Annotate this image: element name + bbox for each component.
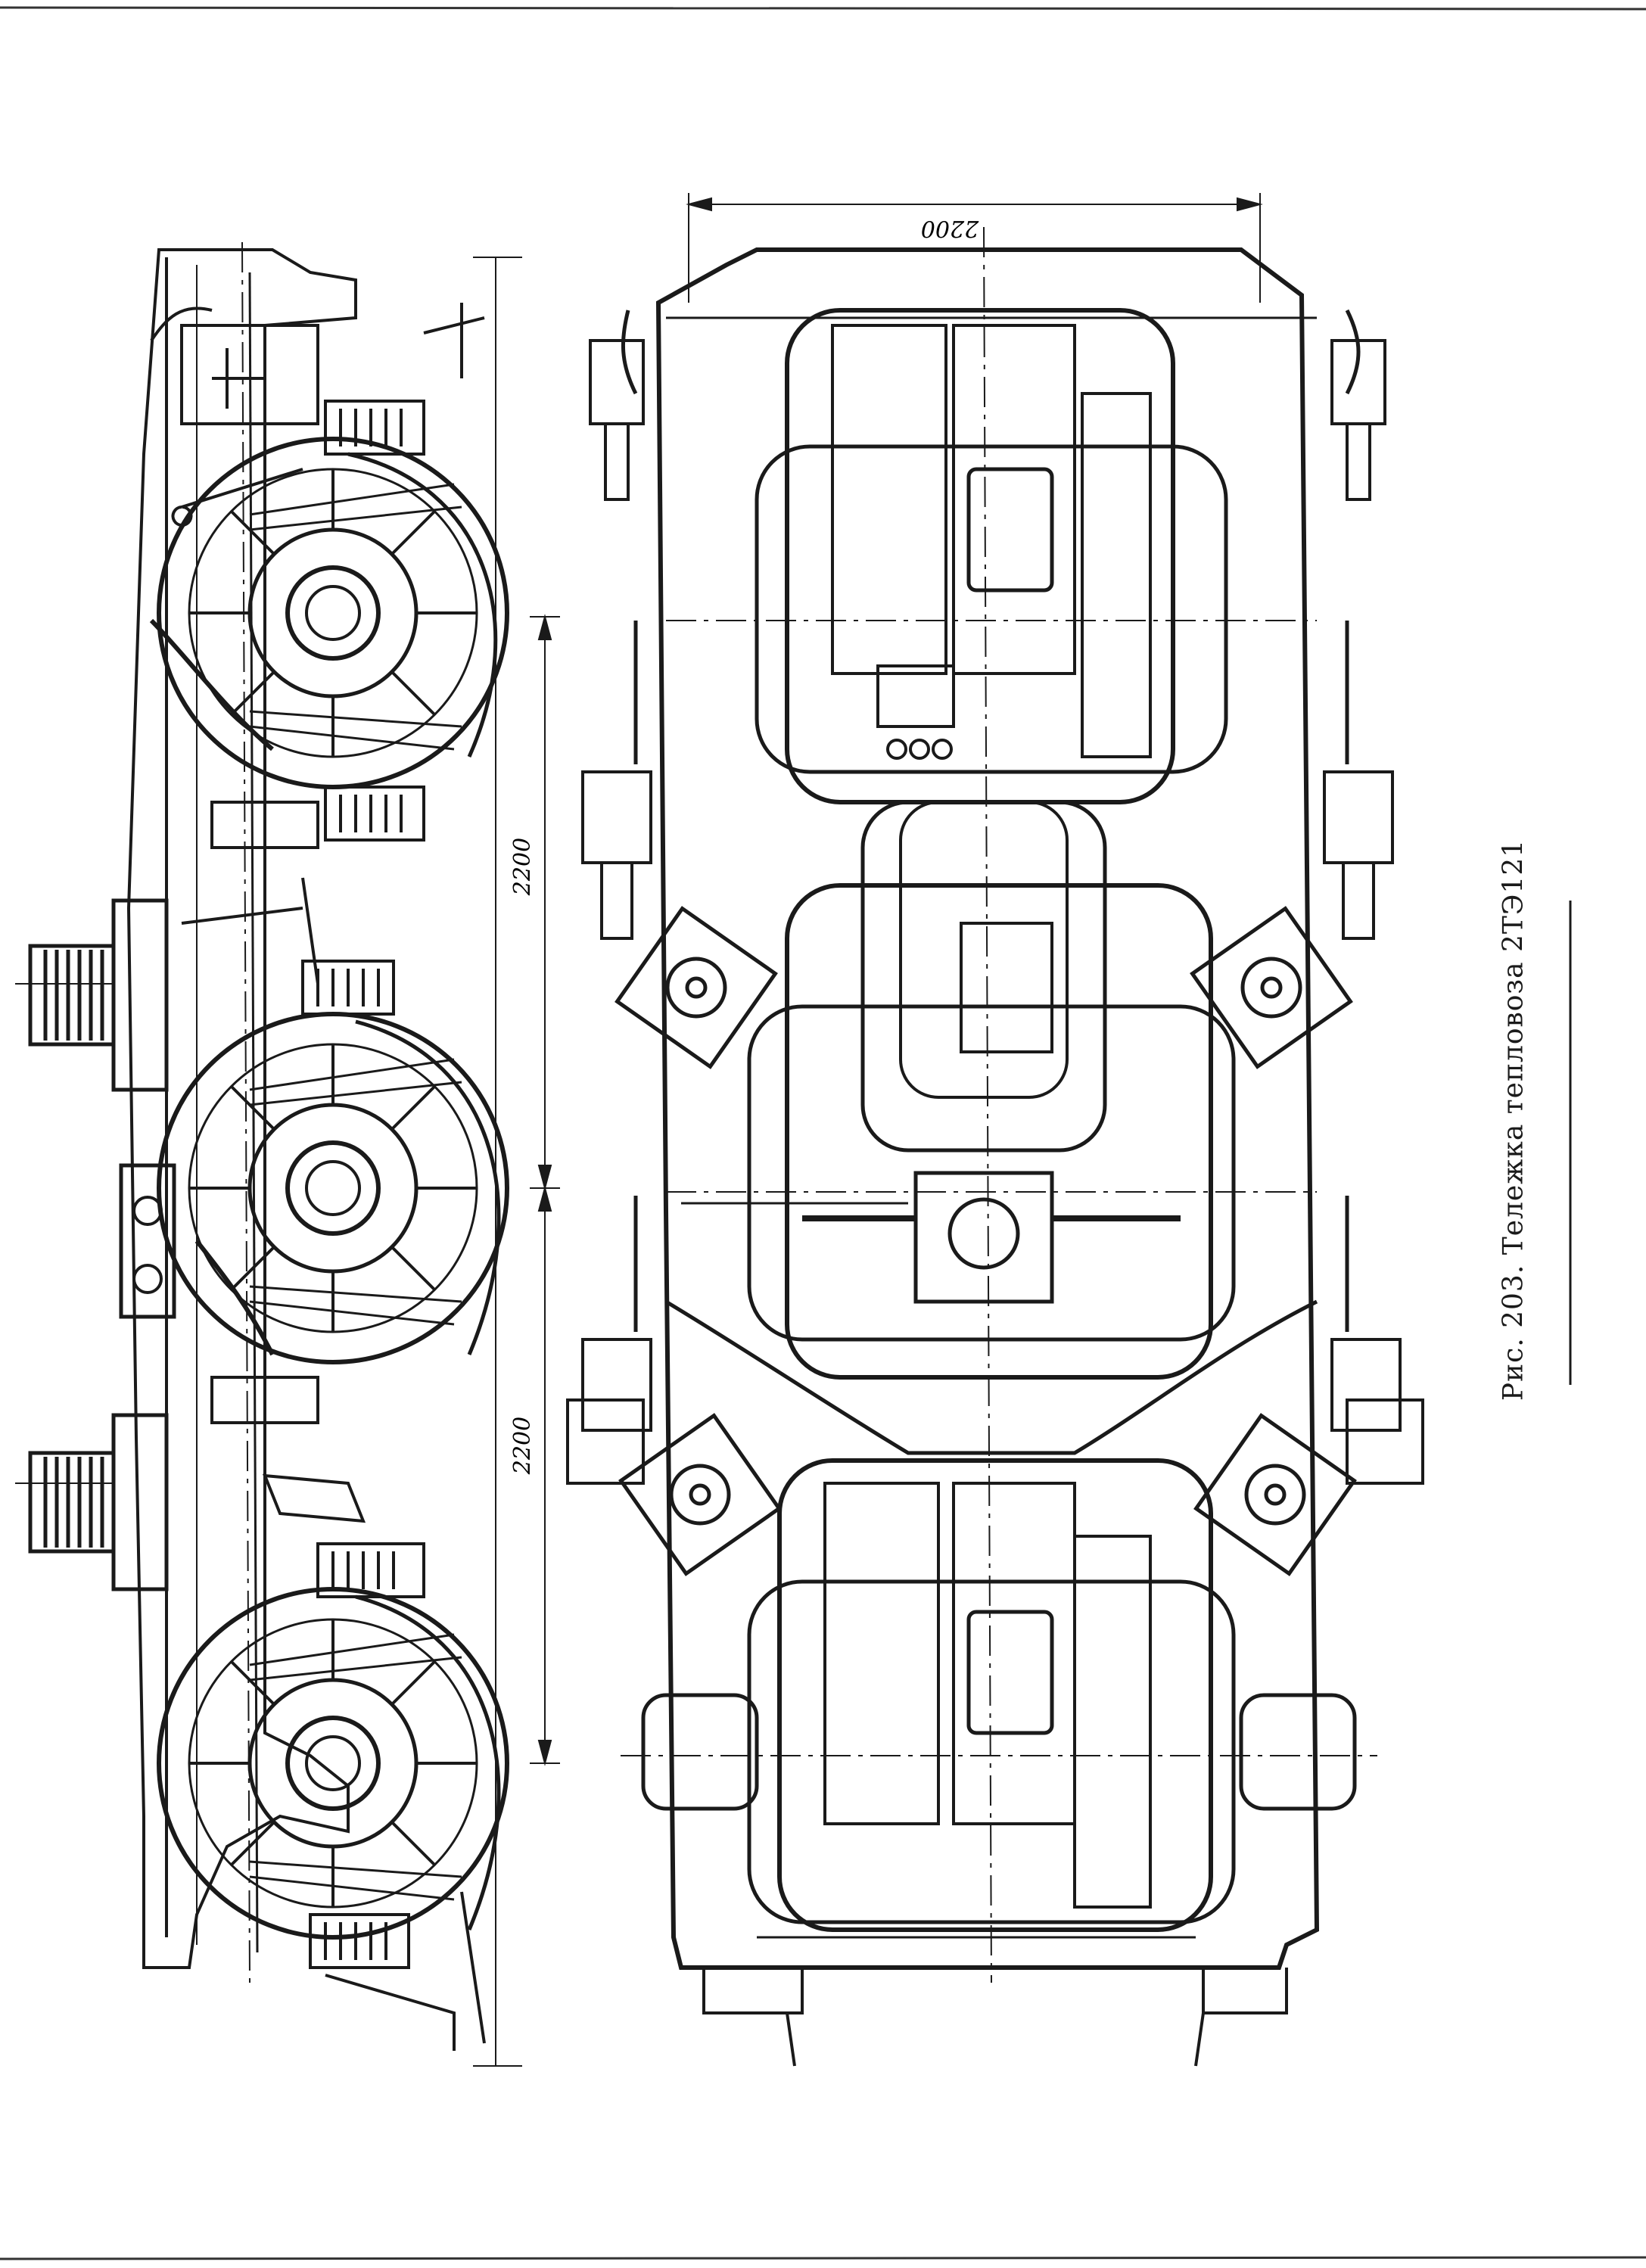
dimension-wheelbase-upper: 2200 — [509, 838, 536, 896]
spring-lower — [15, 1413, 169, 1591]
plan-axle-upper — [666, 308, 1317, 804]
side-bearers — [615, 906, 1357, 1576]
wheel-lower — [157, 1587, 509, 1940]
figure-caption: Рис. 203. Тележка тепловоза 2ТЭ121 — [1483, 757, 1544, 1483]
brake-cylinders — [566, 339, 1424, 1485]
sheet-border-bottom — [0, 2256, 1646, 2260]
wheel-middle — [157, 1012, 509, 1364]
plan-view — [566, 193, 1424, 2067]
plan-axle-lower — [621, 1458, 1377, 1932]
plan-axle-middle — [666, 800, 1317, 1380]
spring-upper — [15, 898, 169, 1092]
side-view — [15, 241, 560, 2067]
dimension-top-width: 2200 — [921, 215, 979, 241]
sheet-border-top — [0, 6, 1646, 11]
dimension-wheelbase-lower: 2200 — [509, 1417, 536, 1475]
side-dimension-lines — [530, 614, 560, 1766]
figure-caption-text: Рис. 203. Тележка тепловоза 2ТЭ121 — [1498, 838, 1529, 1402]
air-pipes — [621, 309, 1361, 1939]
wheel-upper — [157, 437, 509, 789]
